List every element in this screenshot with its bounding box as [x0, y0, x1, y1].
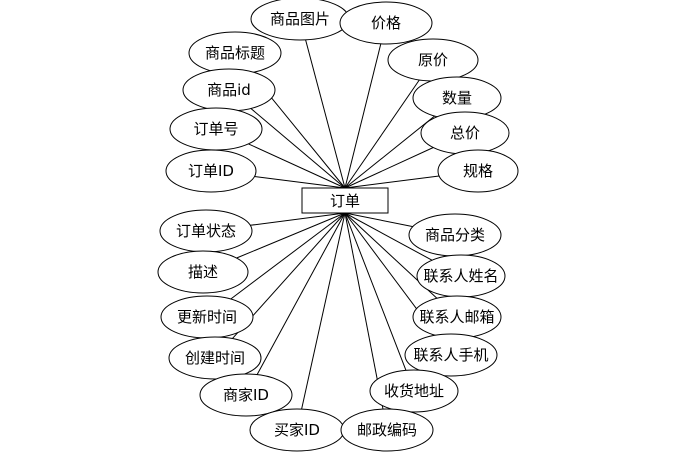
- attribute-orig: 原价: [387, 38, 479, 82]
- attribute-ellipse: [165, 149, 257, 193]
- edge-category: [344, 212, 413, 228]
- attribute-desc: 描述: [157, 250, 249, 294]
- attribute-ellipse: [157, 250, 249, 294]
- edge-spec: [344, 175, 440, 189]
- attribute-label: 价格: [371, 14, 401, 32]
- attribute-label: 创建时间: [185, 349, 245, 367]
- attribute-address: 收货地址: [369, 369, 459, 413]
- relationship-lines: [230, 39, 440, 410]
- attribute-label: 订单状态: [176, 222, 236, 240]
- entity-box: [301, 187, 389, 214]
- attribute-ellipse: [369, 369, 459, 413]
- attribute-price: 价格: [339, 1, 433, 45]
- attribute-orderno: 订单号: [169, 107, 263, 151]
- attribute-qty: 数量: [412, 76, 502, 120]
- attribute-label: 邮政编码: [357, 421, 417, 439]
- order-entity: 订单: [301, 187, 389, 214]
- attribute-label: 买家ID: [274, 421, 320, 439]
- attribute-cemail: 联系人邮箱: [412, 295, 502, 339]
- attribute-label: 商品图片: [270, 10, 330, 28]
- attribute-total: 总价: [420, 111, 510, 155]
- attribute-title: 商品标题: [188, 31, 282, 75]
- attribute-zip: 邮政编码: [340, 408, 434, 452]
- attribute-ellipse: [339, 1, 433, 45]
- attribute-ellipse: [199, 373, 293, 417]
- attribute-label: 联系人姓名: [423, 267, 498, 285]
- attribute-status: 订单状态: [159, 209, 253, 253]
- attribute-ellipse: [437, 149, 519, 193]
- edge-merchant: [256, 212, 346, 375]
- attribute-label: 联系人手机: [413, 346, 488, 364]
- attribute-pid: 商品id: [182, 68, 276, 112]
- attribute-category: 商品分类: [408, 213, 502, 257]
- edge-updated: [230, 212, 346, 300]
- attribute-label: 商家ID: [223, 386, 269, 404]
- edge-buyer: [301, 212, 346, 410]
- edge-qty: [344, 115, 435, 189]
- attribute-cphone: 联系人手机: [404, 333, 498, 377]
- edge-orig: [344, 79, 420, 189]
- attribute-label: 描述: [188, 263, 218, 281]
- attribute-ellipse: [340, 408, 434, 452]
- attribute-label: 数量: [442, 89, 472, 107]
- attribute-created: 创建时间: [168, 336, 262, 380]
- attribute-label: 订单ID: [188, 162, 234, 180]
- edge-orderid: [254, 176, 346, 189]
- edge-img: [305, 39, 346, 189]
- attribute-label: 商品id: [207, 81, 251, 99]
- attribute-label: 规格: [463, 162, 493, 180]
- edge-pid: [250, 108, 346, 189]
- attribute-label: 商品分类: [425, 226, 485, 244]
- entity-label: 订单: [330, 192, 360, 210]
- attribute-ellipse: [404, 333, 498, 377]
- attribute-label: 商品标题: [205, 44, 265, 62]
- attribute-label: 订单号: [193, 120, 238, 138]
- attribute-buyer: 买家ID: [249, 408, 345, 452]
- attribute-cname: 联系人姓名: [416, 254, 506, 298]
- edge-total: [344, 147, 434, 189]
- attribute-img: 商品图片: [250, 0, 350, 41]
- attribute-merchant: 商家ID: [199, 373, 293, 417]
- attribute-orderid: 订单ID: [165, 149, 257, 193]
- attribute-updated: 更新时间: [160, 295, 254, 339]
- attribute-spec: 规格: [437, 149, 519, 193]
- attribute-label: 更新时间: [177, 308, 237, 326]
- edge-desc: [236, 212, 346, 259]
- edge-price: [344, 43, 382, 189]
- edge-cname: [344, 212, 433, 261]
- attribute-label: 原价: [418, 51, 448, 69]
- attribute-label: 收货地址: [384, 382, 444, 400]
- edge-status: [250, 212, 346, 226]
- edge-address: [344, 212, 407, 371]
- edge-zip: [344, 212, 384, 410]
- attribute-label: 总价: [450, 124, 480, 142]
- edge-orderno: [248, 143, 346, 189]
- attribute-label: 联系人邮箱: [419, 308, 494, 326]
